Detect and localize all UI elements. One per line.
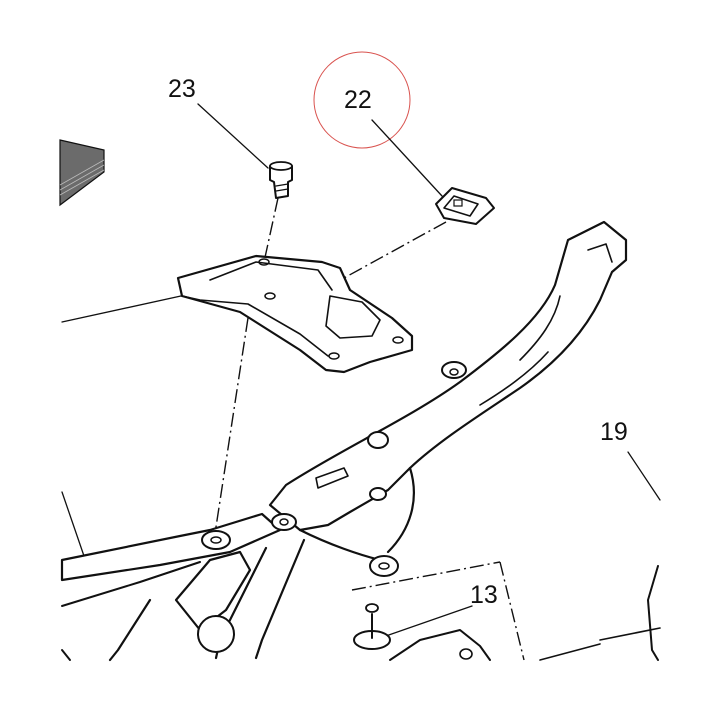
part-19-fragment [389, 565, 661, 661]
manual-corner-fragment [59, 139, 105, 207]
highlight-circle [313, 51, 411, 149]
callout-22: 22 [344, 86, 372, 114]
callout-23: 23 [168, 75, 196, 103]
callout-19: 19 [600, 418, 628, 446]
mounting-bracket [176, 254, 414, 374]
screw-part-23 [269, 161, 293, 199]
leader-lines [61, 103, 661, 638]
rear-frame [60, 220, 628, 662]
fastener-part-13 [353, 603, 391, 650]
assembly-guide-lines [213, 197, 525, 661]
grommet-part-22 [435, 187, 495, 225]
callout-13: 13 [470, 581, 498, 609]
